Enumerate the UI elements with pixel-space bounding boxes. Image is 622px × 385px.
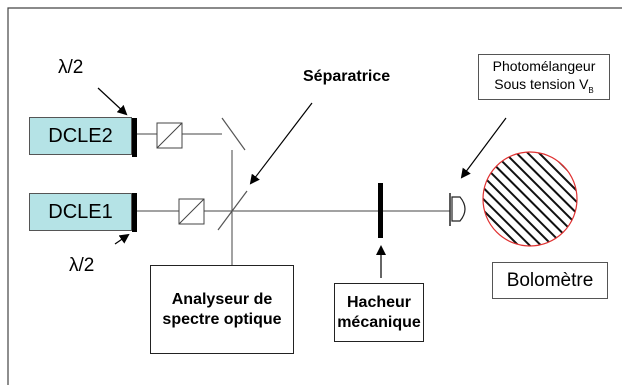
mirror-icon bbox=[221, 117, 246, 151]
chopper-blade bbox=[378, 183, 383, 238]
chopper-label-line1: Hacheur bbox=[346, 293, 412, 311]
bolometer-label-box: Bolomètre bbox=[492, 262, 608, 299]
laser-dcle2: DCLE2 bbox=[29, 117, 132, 155]
chopper-label-line2: mécanique bbox=[337, 313, 421, 331]
analyzer-label-line2: spectre optique bbox=[162, 310, 282, 328]
frame-border bbox=[7, 7, 622, 385]
chopper-label-box: Hacheur mécanique bbox=[334, 283, 424, 342]
waveplate-top-label: λ/2 bbox=[58, 57, 84, 78]
photomixer-label-line1: Photomélangeur bbox=[492, 58, 596, 75]
arrow-photomixer bbox=[460, 117, 507, 179]
beam-splitter-icon bbox=[217, 190, 248, 231]
bolometer-hatched-disc-icon bbox=[482, 151, 578, 247]
arrow-waveplate-bottom bbox=[114, 233, 130, 245]
waveplate-bottom bbox=[132, 193, 137, 232]
waveplate-top bbox=[132, 118, 137, 157]
arrow-separatrice bbox=[249, 102, 313, 185]
polarizer-cube-icon bbox=[178, 198, 205, 225]
separatrice-label: Séparatrice bbox=[303, 68, 391, 85]
polarizer-cube-icon bbox=[156, 122, 183, 149]
arrow-waveplate-top bbox=[97, 87, 128, 116]
photomixer-label-line2: Sous tension VB bbox=[494, 75, 594, 95]
laser-dcle1: DCLE1 bbox=[29, 193, 132, 231]
waveplate-bottom-label: λ/2 bbox=[69, 255, 95, 276]
analyzer-label-line1: Analyseur de bbox=[171, 290, 273, 308]
photomixer-label-box: Photomélangeur Sous tension VB bbox=[478, 54, 610, 100]
photomixer-detector-icon bbox=[449, 193, 466, 226]
analyzer-label-box: Analyseur de spectre optique bbox=[150, 265, 294, 354]
